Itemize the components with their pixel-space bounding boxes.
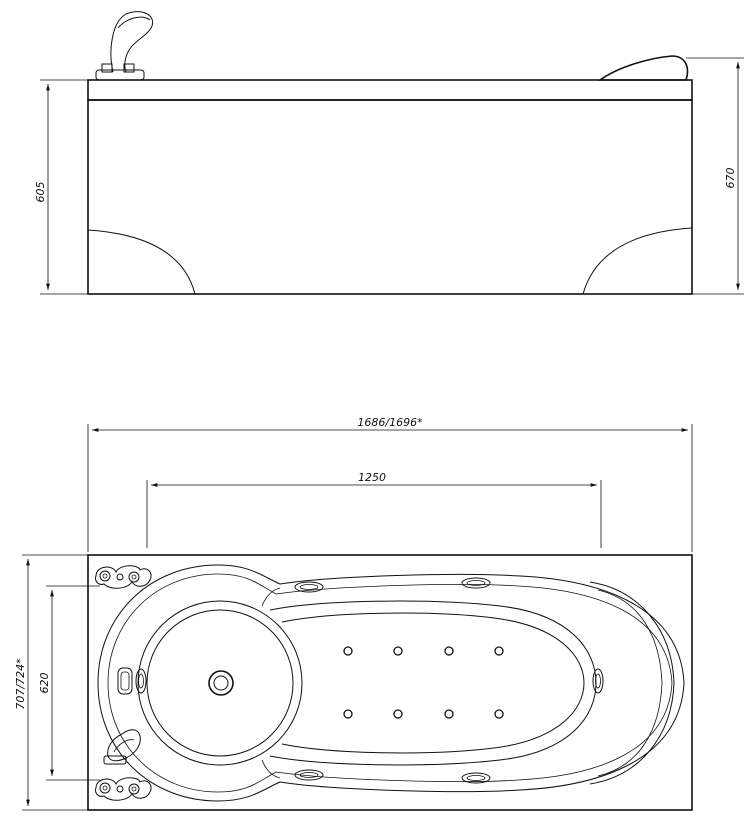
headrest-inner-line [597, 589, 663, 777]
headrest-pillow-icon [117, 667, 133, 695]
mixer-control-icon [95, 565, 152, 589]
air-jet-icon [393, 709, 403, 719]
tub-outline [87, 554, 693, 811]
dimension-605: 605 [34, 79, 96, 295]
air-jets [343, 646, 504, 719]
apron-right-arc [582, 227, 693, 295]
dim-label-inner-length: 1250 [358, 471, 386, 484]
drain-inner-ring [213, 675, 229, 691]
side-view: 605 670 [34, 11, 744, 295]
side-jet-icon [461, 577, 491, 589]
end-jet-icon [135, 668, 147, 694]
air-jet-icon [343, 646, 353, 656]
side-jet-icon [294, 769, 324, 781]
foot-well-inner [281, 612, 585, 754]
air-jet-icon [444, 709, 454, 719]
headrest-icon [597, 55, 689, 81]
air-jet-icon [393, 646, 403, 656]
air-jet-icon [444, 646, 454, 656]
dimension-inner-width: 620 [38, 585, 100, 781]
air-jet-icon [494, 709, 504, 719]
dim-label-overall-width: 707/724* [14, 658, 27, 710]
side-jet-icon [294, 581, 324, 593]
apron-left-arc [87, 229, 196, 295]
foot-well-outer [269, 600, 597, 766]
transition-line-top [261, 587, 281, 607]
air-jet-icon [343, 709, 353, 719]
mixer-control-icon [95, 777, 152, 801]
hand-shower-icon [95, 11, 154, 81]
dim-label-overall-length: 1686/1696* [357, 416, 423, 429]
transition-line-bottom [261, 759, 281, 779]
dimension-overall-length: 1686/1696* [87, 416, 693, 552]
air-jet-icon [494, 646, 504, 656]
headrest-outline [589, 581, 675, 785]
drain-icon [208, 670, 234, 696]
hand-shower-top-icon [103, 729, 141, 765]
dim-label-670: 670 [724, 168, 737, 189]
basin-outer-ring [137, 600, 303, 766]
dimension-overall-width: 707/724* [14, 554, 88, 811]
end-jet-icon [592, 668, 604, 694]
tub-apron [87, 99, 693, 295]
side-jet-icon [461, 772, 491, 784]
dimension-inner-length: 1250 [146, 471, 602, 548]
basin-inner-ring [146, 609, 294, 757]
dim-label-605: 605 [34, 182, 47, 203]
top-view: 1686/1696* 1250 707/724* 620 [14, 416, 693, 811]
tub-rim [87, 79, 693, 101]
tub-outer-contour [97, 564, 685, 802]
dimension-670: 670 [686, 57, 744, 295]
tub-inner-contour [107, 573, 673, 793]
dim-label-inner-width: 620 [38, 673, 51, 694]
